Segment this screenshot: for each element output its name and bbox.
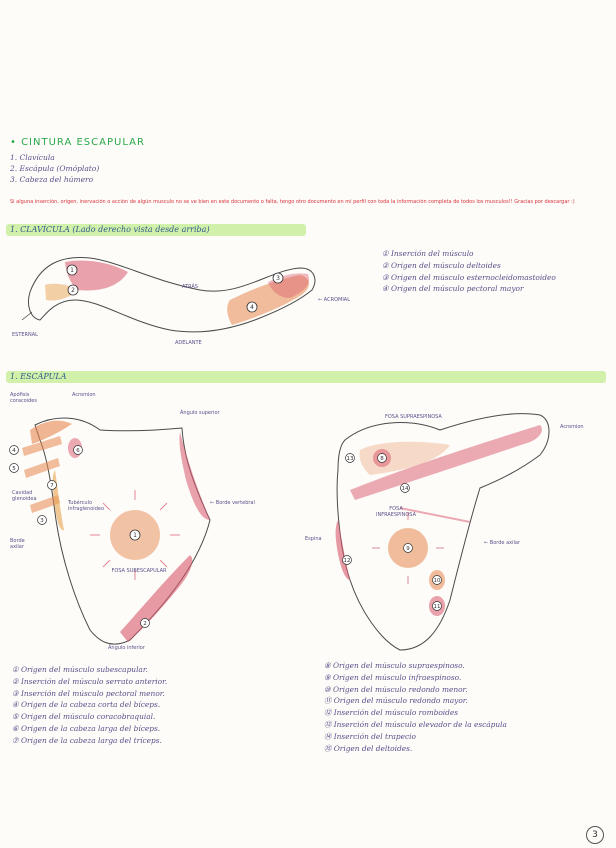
scapula-section-title: 1. ESCÁPULA xyxy=(10,372,67,381)
legend-item: ④ Origen del músculo pectoral mayor xyxy=(382,284,524,294)
clavicle-section-title: 1. CLAVÍCULA (Lado derecho vista desde a… xyxy=(10,225,210,234)
scapula-front-drawing: 1 4 5 6 7 3 2 xyxy=(9,417,211,645)
scapula-marker-2 xyxy=(140,618,150,628)
legend-item: ⑤ Origen del músculo coracobraquial. xyxy=(12,712,156,722)
scapula-marker-5 xyxy=(9,463,19,473)
label-acromion-front: Acromion xyxy=(72,392,96,398)
svg-text:3: 3 xyxy=(40,518,44,524)
intro-item: 3. Cabeza del húmero xyxy=(10,175,94,184)
clavicle-legend: ① Inserción del músculo ② Origen del mús… xyxy=(382,248,556,295)
label-angulo-superior: Ángulo superior xyxy=(180,410,220,416)
svg-text:7: 7 xyxy=(50,483,54,489)
label-fosa-subescapular: FOSA SUBESCAPULAR xyxy=(111,568,167,574)
legend-item: ⑭ Inserción del trapecio xyxy=(324,731,416,741)
scapula-marker-12 xyxy=(342,555,352,565)
svg-text:6: 6 xyxy=(76,448,80,454)
legend-item: ② Inserción del músculo serrato anterior… xyxy=(12,676,168,686)
scapula-marker-8 xyxy=(377,453,387,463)
scapula-marker-13 xyxy=(345,453,355,463)
legend-item: ⑪ Origen del músculo redondo mayor. xyxy=(324,696,468,706)
label-fosa-infraespinosa: FOSA INFRAESPINOSA xyxy=(376,506,416,518)
legend-item: ② Origen del músculo deltoides xyxy=(382,260,501,270)
legend-item: ③ Origen del músculo esternocleidomastoi… xyxy=(382,272,556,282)
scapula-marker-10 xyxy=(432,575,442,585)
label-apofisis: Apófisis coracoides xyxy=(10,392,37,404)
svg-text:3: 3 xyxy=(276,275,280,282)
label-cavidad: Cavidad glenoidea xyxy=(12,490,37,502)
legend-item: ④ Origen de la cabeza corta del bíceps. xyxy=(12,700,161,710)
legend-item: ⑧ Origen del músculo supraespinoso. xyxy=(324,661,465,670)
intro-item: 1. Clavícula xyxy=(10,153,55,162)
svg-text:2: 2 xyxy=(71,287,75,294)
label-espina: Espina xyxy=(305,536,322,542)
download-notice: Si alguna inserción, origen, inervación … xyxy=(10,199,575,205)
legend-item: ⑦ Origen de la cabeza larga del tríceps. xyxy=(12,735,162,745)
scapula-back-drawing: 8 9 10 11 12 13 14 xyxy=(335,413,550,651)
scapula-marker-7 xyxy=(47,480,57,490)
label-acromion-back: Acromion xyxy=(560,424,584,430)
scapula-marker-6 xyxy=(73,445,83,455)
intro-item: 2. Escápula (Omóplato) xyxy=(10,164,100,173)
clavicle-marker-3 xyxy=(272,272,284,284)
legend-item: ⑮ Origen del deltoides. xyxy=(324,743,413,753)
label-adelante: ADELANTE xyxy=(175,340,202,346)
svg-text:8: 8 xyxy=(380,456,384,462)
legend-item: ⑫ Inserción del músculo romboides xyxy=(324,708,459,718)
svg-text:5: 5 xyxy=(12,466,16,472)
svg-text:4: 4 xyxy=(12,448,16,454)
section-highlight xyxy=(6,371,606,383)
svg-text:1: 1 xyxy=(70,267,74,274)
svg-text:1: 1 xyxy=(133,532,137,539)
label-tuberculo: Tubérculo infraglenoideo xyxy=(68,500,105,512)
svg-text:10: 10 xyxy=(434,578,441,584)
svg-text:14: 14 xyxy=(402,486,409,492)
legend-item: ⑩ Origen del músculo redondo menor. xyxy=(324,684,468,694)
svg-text:13: 13 xyxy=(347,456,354,462)
label-angulo-inferior: Ángulo inferior xyxy=(108,645,145,651)
label-fosa-supraespinosa: FOSA SUPRAESPINOSA xyxy=(385,414,442,420)
page-number: 3 xyxy=(586,826,604,844)
scapula-legend-left: ① Origen del músculo subescapular. ② Ins… xyxy=(12,664,167,747)
scapula-marker-3 xyxy=(37,515,47,525)
page-title: • CINTURA ESCAPULAR xyxy=(10,137,145,148)
section-highlight xyxy=(6,224,306,236)
scapula-marker-4 xyxy=(9,445,19,455)
scapula-marker-1 xyxy=(129,529,141,541)
label-borde-axilar-front: Borde axilar xyxy=(10,538,25,550)
label-borde-vertebral: ← Borde vertebral xyxy=(210,500,255,506)
clavicle-marker-2 xyxy=(67,284,79,296)
legend-item: ⑨ Origen del músculo infraespinoso. xyxy=(324,672,462,682)
svg-text:12: 12 xyxy=(344,558,351,564)
svg-text:11: 11 xyxy=(434,604,441,610)
scapula-marker-14 xyxy=(400,483,410,493)
legend-item: ⑥ Origen de la cabeza larga del bíceps. xyxy=(12,723,161,733)
legend-item: ③ Inserción del músculo pectoral menor. xyxy=(12,688,165,698)
label-esternal: ESTERNAL xyxy=(12,332,38,338)
svg-text:2: 2 xyxy=(143,621,147,627)
clavicle-marker-4 xyxy=(246,301,258,313)
label-acromial: ← ACROMIAL xyxy=(318,297,351,303)
svg-text:9: 9 xyxy=(406,546,410,552)
clavicle-drawing: 1 2 3 4 xyxy=(21,256,316,333)
scapula-legend-right: ⑧ Origen del músculo supraespinoso. ⑨ Or… xyxy=(324,660,507,754)
legend-item: ① Origen del músculo subescapular. xyxy=(12,665,148,674)
label-borde-axilar-back: ← Borde axilar xyxy=(484,540,520,546)
scapula-marker-11 xyxy=(432,601,442,611)
label-atras: ATRÁS xyxy=(182,284,198,290)
scapula-marker-9 xyxy=(403,543,413,553)
legend-item: ⑬ Inserción del músculo elevador de la e… xyxy=(324,719,507,729)
clavicle-marker-1 xyxy=(66,264,78,276)
svg-text:4: 4 xyxy=(250,304,254,311)
intro-list: 1. Clavícula 2. Escápula (Omóplato) 3. C… xyxy=(10,152,99,185)
legend-item: ① Inserción del músculo xyxy=(382,249,474,258)
